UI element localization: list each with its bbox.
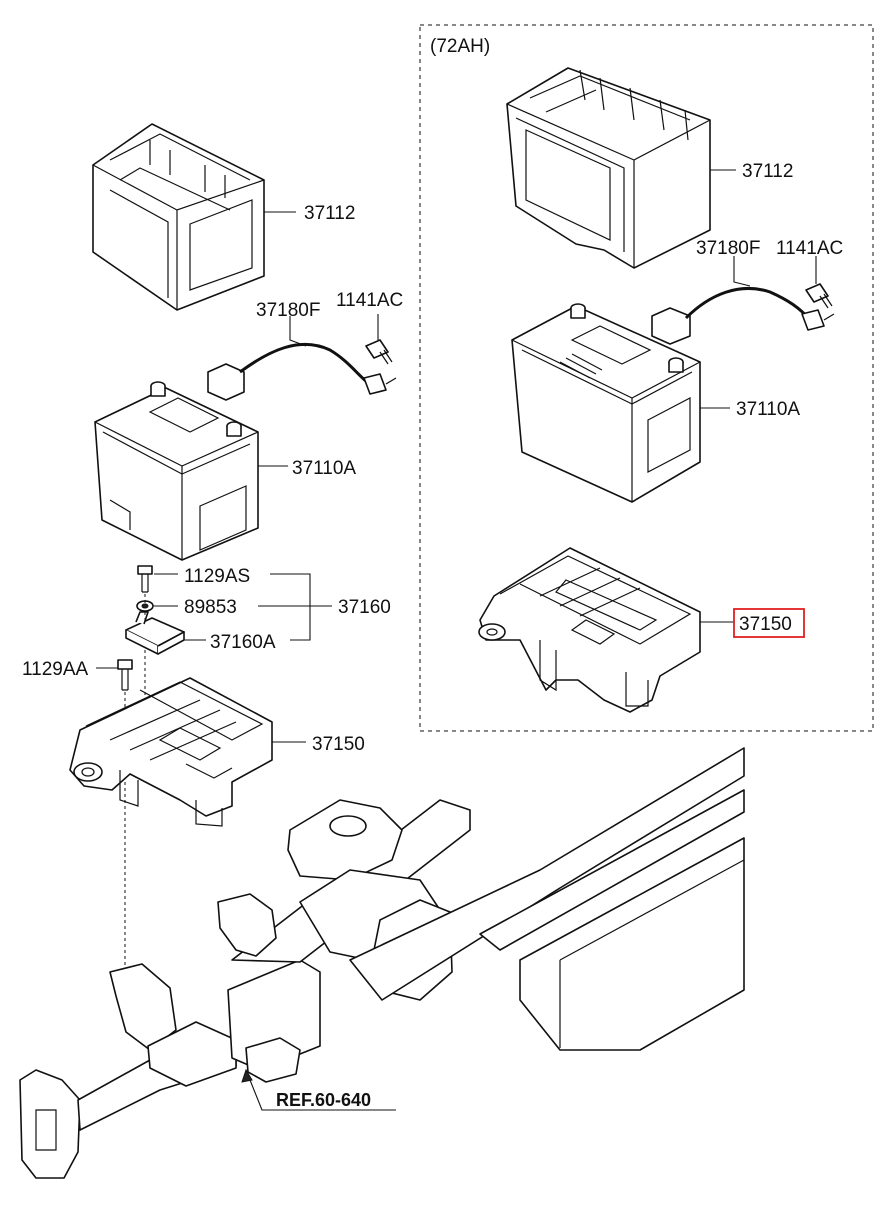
label-right-cover: 37112 — [742, 161, 793, 182]
left-battery-cover[interactable] — [92, 123, 265, 311]
label-left-battery: 37110A — [292, 458, 356, 479]
vehicle-frame — [19, 747, 745, 1179]
label-right-cable: 37180F — [696, 238, 760, 259]
left-clamp-37160a[interactable] — [125, 611, 185, 655]
right-battery-tray[interactable] — [478, 547, 701, 713]
right-bolt-1141ac[interactable] — [805, 283, 833, 309]
left-nut-89853[interactable] — [136, 600, 154, 612]
label-left-clamp: 37160A — [210, 632, 276, 653]
right-battery-cover[interactable] — [506, 67, 711, 269]
label-left-cover: 37112 — [304, 203, 355, 224]
right-battery-cable[interactable] — [651, 287, 835, 345]
label-right-battery: 37110A — [736, 399, 800, 420]
label-right-tray[interactable]: 37150 — [739, 614, 792, 635]
right-battery[interactable] — [511, 303, 701, 503]
variant-title: (72AH) — [430, 36, 490, 57]
reference-label[interactable]: REF.60-640 — [276, 1090, 371, 1110]
label-right-bolt-cable: 1141AC — [776, 238, 843, 259]
left-battery-tray[interactable] — [69, 677, 273, 827]
variant-box-border — [419, 24, 874, 732]
label-left-cable: 37180F — [256, 300, 320, 321]
left-bolt-1141ac[interactable] — [365, 339, 393, 365]
label-left-nut: 89853 — [184, 597, 237, 618]
label-left-bracket-kit: 37160 — [338, 597, 391, 618]
left-bolt-1129as[interactable] — [137, 565, 153, 593]
label-left-bolt-cable: 1141AC — [336, 290, 403, 311]
leader-lines — [96, 169, 817, 1111]
label-left-bolt-small: 1129AS — [184, 566, 250, 587]
left-battery-cable[interactable] — [207, 342, 397, 401]
highlight-box-37150 — [733, 608, 805, 638]
label-left-bolt-tray: 1129AA — [22, 659, 89, 680]
label-left-tray: 37150 — [312, 734, 365, 755]
left-battery[interactable] — [94, 381, 259, 561]
left-bolt-1129aa[interactable] — [117, 659, 133, 691]
